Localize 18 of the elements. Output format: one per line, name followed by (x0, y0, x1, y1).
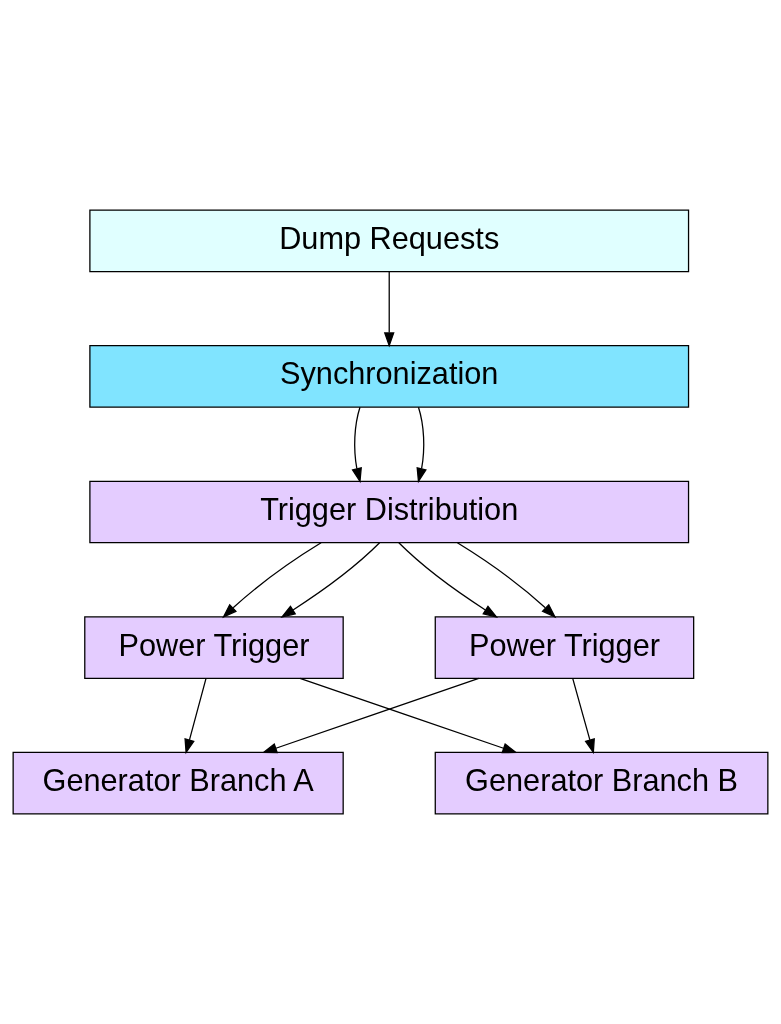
node-box: Trigger Distribution (89, 480, 690, 544)
arrow (184, 677, 207, 755)
arrow (280, 542, 381, 618)
arrow (572, 677, 595, 755)
arrow (222, 542, 322, 619)
arrow (299, 677, 518, 754)
node-box: Dump Requests (89, 209, 690, 273)
arrow (261, 677, 480, 754)
node-box: Power Trigger (84, 616, 344, 679)
node-box: Power Trigger (434, 616, 695, 679)
arrow (456, 542, 557, 619)
arrow (398, 542, 499, 618)
arrow (351, 406, 362, 484)
arrow (416, 406, 427, 484)
node-box: Generator Branch B (434, 751, 769, 815)
node-box: Generator Branch A (12, 751, 344, 815)
node-box: Synchronization (89, 345, 690, 408)
arrow (383, 271, 395, 348)
